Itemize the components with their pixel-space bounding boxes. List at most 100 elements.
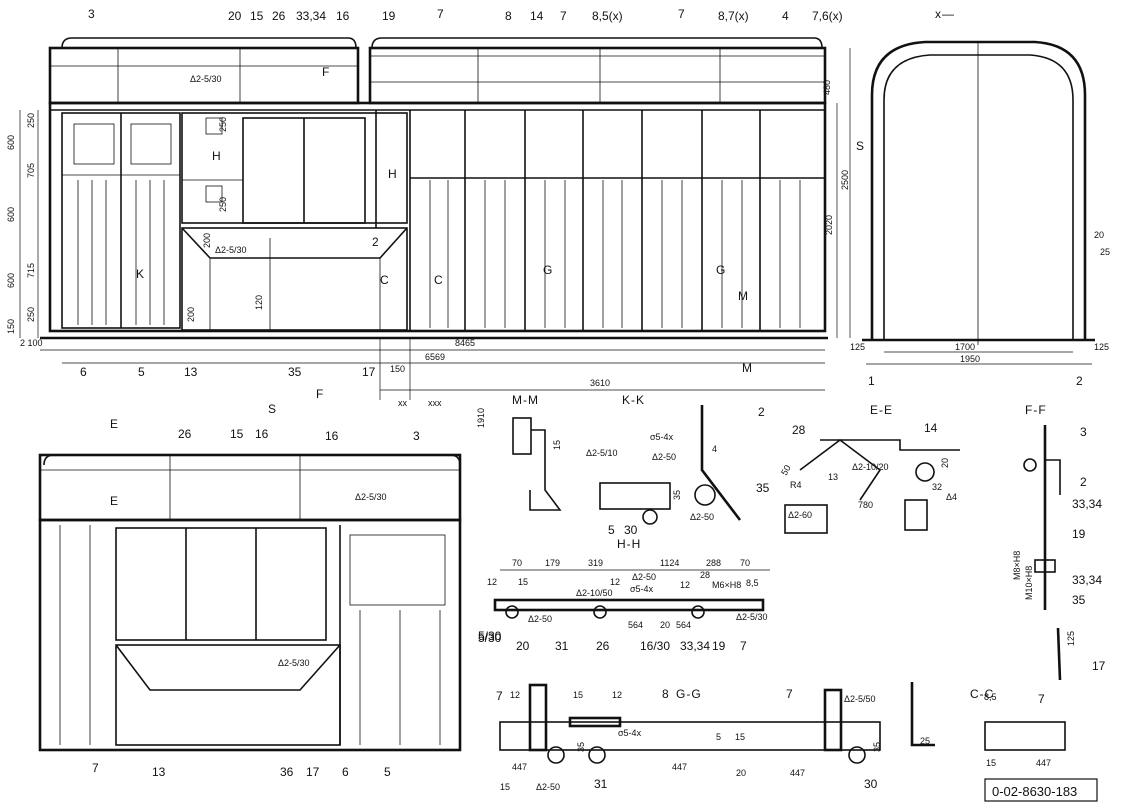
svg-text:K-K: K-K	[622, 393, 645, 407]
svg-text:600: 600	[6, 207, 16, 222]
svg-text:125: 125	[1066, 631, 1076, 646]
cut-marks: F F H H K C C G G M M xx xxx	[136, 65, 752, 408]
svg-text:705: 705	[26, 163, 36, 178]
left-rail	[61, 37, 357, 49]
svg-text:5/30: 5/30	[478, 631, 502, 645]
svg-text:4: 4	[712, 444, 717, 454]
svg-text:20: 20	[660, 620, 670, 630]
svg-text:25: 25	[920, 736, 930, 746]
callout-6: 6	[80, 365, 87, 379]
svg-text:319: 319	[588, 558, 603, 568]
main-elevation: 3 20 15 26 33,34 16 19 7 8 14 7 8,5(x) 7…	[6, 7, 851, 408]
svg-text:20: 20	[736, 768, 746, 778]
svg-text:12: 12	[510, 690, 520, 700]
svg-text:16: 16	[255, 427, 269, 441]
svg-text:31: 31	[555, 639, 569, 653]
svg-text:150: 150	[6, 319, 16, 334]
dim-2100: 2 100	[20, 338, 43, 348]
svg-text:30: 30	[624, 523, 638, 537]
svg-text:12: 12	[610, 577, 620, 587]
hh-dim-chain: 70 179 319 1124 288 70	[512, 558, 750, 568]
svg-text:12: 12	[612, 690, 622, 700]
svg-text:Δ2-60: Δ2-60	[788, 510, 812, 520]
svg-text:F: F	[322, 65, 329, 79]
view-s-title: S	[268, 402, 277, 416]
vertical-dims: 480 2500 2020 120 200 600 705 600 715 60…	[6, 80, 850, 334]
svg-text:31: 31	[594, 777, 608, 791]
svg-text:5: 5	[608, 523, 615, 537]
callout-7-6x: 7,6(x)	[812, 9, 843, 23]
end-inner-outline	[883, 54, 1074, 340]
callout-2: 2	[372, 235, 379, 249]
svg-text:F: F	[316, 387, 323, 401]
svg-text:125: 125	[1094, 342, 1109, 352]
svg-text:30: 30	[864, 777, 878, 791]
right-rail	[371, 37, 823, 49]
section-hh: H-H 70 179 319 1124 288 70 12 15 12 12 2…	[478, 537, 770, 653]
callout-26: 26	[272, 9, 286, 23]
svg-text:Δ2-5/10: Δ2-5/10	[586, 448, 618, 458]
svg-text:5: 5	[716, 732, 721, 742]
svg-text:C: C	[380, 273, 389, 287]
svg-text:35: 35	[872, 742, 882, 752]
callout-3: 3	[88, 7, 95, 21]
callout-8-5x: 8,5(x)	[592, 9, 623, 23]
svg-text:26: 26	[596, 639, 610, 653]
svg-text:M-M: M-M	[512, 393, 539, 407]
svg-text:780: 780	[858, 500, 873, 510]
svg-text:15: 15	[518, 577, 528, 587]
svg-text:6: 6	[342, 765, 349, 779]
svg-text:33,34: 33,34	[680, 639, 710, 653]
svg-text:C-C: C-C	[970, 687, 994, 701]
svg-text:7: 7	[786, 687, 793, 701]
drawing-number: 0-02-8630-183	[992, 784, 1077, 799]
svg-text:70: 70	[740, 558, 750, 568]
svg-text:19: 19	[1072, 527, 1086, 541]
svg-text:1124: 1124	[660, 558, 679, 568]
svg-text:12: 12	[680, 580, 690, 590]
svg-text:2: 2	[758, 405, 765, 419]
svg-text:16: 16	[325, 429, 339, 443]
svg-text:20: 20	[940, 458, 950, 468]
section-kk: K-K 2 4 35 5 30 Δ2-5/10 Δ2-50 Δ2-50 σ5-4…	[586, 393, 770, 537]
dim-6569: 6569	[425, 352, 445, 362]
svg-text:200: 200	[186, 307, 196, 322]
svg-text:1910: 1910	[476, 408, 486, 428]
callout-8-7x: 8,7(x)	[718, 9, 749, 23]
svg-text:xx: xx	[398, 398, 408, 408]
svg-text:H-H: H-H	[617, 537, 641, 551]
callout-33-34: 33,34	[296, 9, 326, 23]
svg-text:564: 564	[676, 620, 691, 630]
callout-7b: 7	[560, 9, 567, 23]
svg-text:447: 447	[512, 762, 527, 772]
svg-text:7: 7	[740, 639, 747, 653]
louvers-left	[73, 123, 172, 165]
dim-8465: 8465	[455, 338, 475, 348]
svg-text:3: 3	[1080, 425, 1087, 439]
svg-text:2020: 2020	[824, 215, 834, 235]
svg-text:8,5: 8,5	[746, 578, 759, 588]
svg-text:250: 250	[26, 113, 36, 128]
svg-text:447: 447	[790, 768, 805, 778]
svg-text:M6×H8: M6×H8	[712, 580, 741, 590]
section-mm: M-M 1910 15	[476, 393, 562, 511]
svg-text:447: 447	[1036, 758, 1051, 768]
svg-text:15: 15	[735, 732, 745, 742]
callout-17: 17	[362, 365, 376, 379]
svg-text:σ5-4x: σ5-4x	[630, 584, 654, 594]
svg-text:20: 20	[516, 639, 530, 653]
svg-text:K: K	[136, 267, 144, 281]
title-block: 0-02-8630-183	[984, 778, 1098, 802]
svg-text:17: 17	[306, 765, 320, 779]
svg-text:Δ2-5/30: Δ2-5/30	[278, 658, 310, 668]
callout-35: 35	[288, 365, 302, 379]
svg-text:8: 8	[662, 687, 669, 701]
svg-text:2500: 2500	[840, 170, 850, 190]
dim-150: 150	[390, 364, 405, 374]
svg-text:19: 19	[712, 639, 726, 653]
hh-callouts: 5/30 20 31 26 16/30 33,34 19 7	[478, 631, 747, 653]
svg-text:35: 35	[672, 490, 682, 500]
svg-text:H: H	[212, 149, 221, 163]
svg-text:Δ2-5/30: Δ2-5/30	[355, 492, 387, 502]
end-callout-1: 1	[868, 374, 875, 388]
